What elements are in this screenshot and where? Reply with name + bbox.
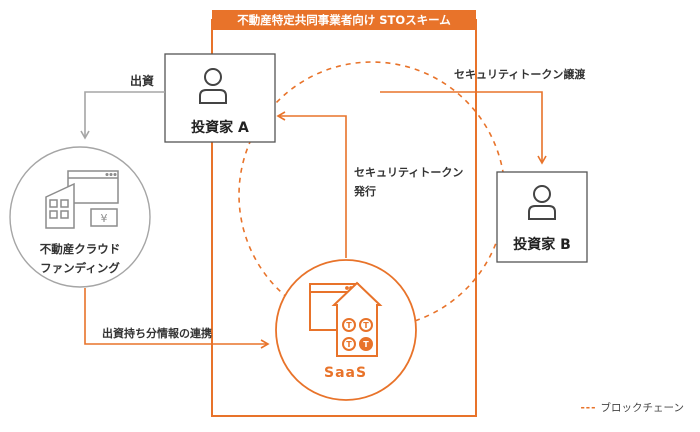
token-issue-label-line2: 発行 <box>354 185 376 198</box>
svg-text:T: T <box>346 340 352 349</box>
investment-label: 出資 <box>130 74 155 88</box>
svg-text:T: T <box>363 340 369 349</box>
legend-label: ブロックチェーン <box>600 402 684 414</box>
investor-a-label: 投資家 A <box>191 120 249 136</box>
crowdfunding-label-line1: 不動産クラウド <box>39 242 121 256</box>
token-transfer-arrow <box>380 91 547 165</box>
building-screen-icon: ¥ <box>45 170 119 229</box>
holding-info-label: 出資持ち分情報の連携 <box>102 327 212 340</box>
crowdfunding-label: 不動産クラウド ファンディング <box>10 240 150 278</box>
legend-dash: --- <box>580 402 597 414</box>
person-icon-a <box>199 68 227 104</box>
person-icon-b <box>528 185 556 220</box>
token-t-marks: T T T T <box>346 321 369 349</box>
scheme-title-banner: 不動産特定共同事業者向け STOスキーム <box>212 10 476 30</box>
investor-b-label: 投資家 B <box>513 237 571 253</box>
saas-label: SaaS <box>324 365 368 381</box>
investor-a-box <box>164 53 276 143</box>
investment-arrow <box>80 91 165 140</box>
svg-text:T: T <box>363 321 369 330</box>
holding-info-arrow <box>84 288 270 349</box>
token-issue-label-line1: セキュリティトークン <box>354 166 464 179</box>
svg-text:T: T <box>346 321 352 330</box>
legend: ---ブロックチェーン <box>580 400 684 415</box>
token-transfer-label: セキュリティトークン譲渡 <box>454 68 586 81</box>
token-issue-arrow <box>276 111 347 258</box>
crowdfunding-label-line2: ファンディング <box>40 261 120 275</box>
svg-text:¥: ¥ <box>101 212 108 225</box>
saas-platform-icon <box>309 281 383 357</box>
